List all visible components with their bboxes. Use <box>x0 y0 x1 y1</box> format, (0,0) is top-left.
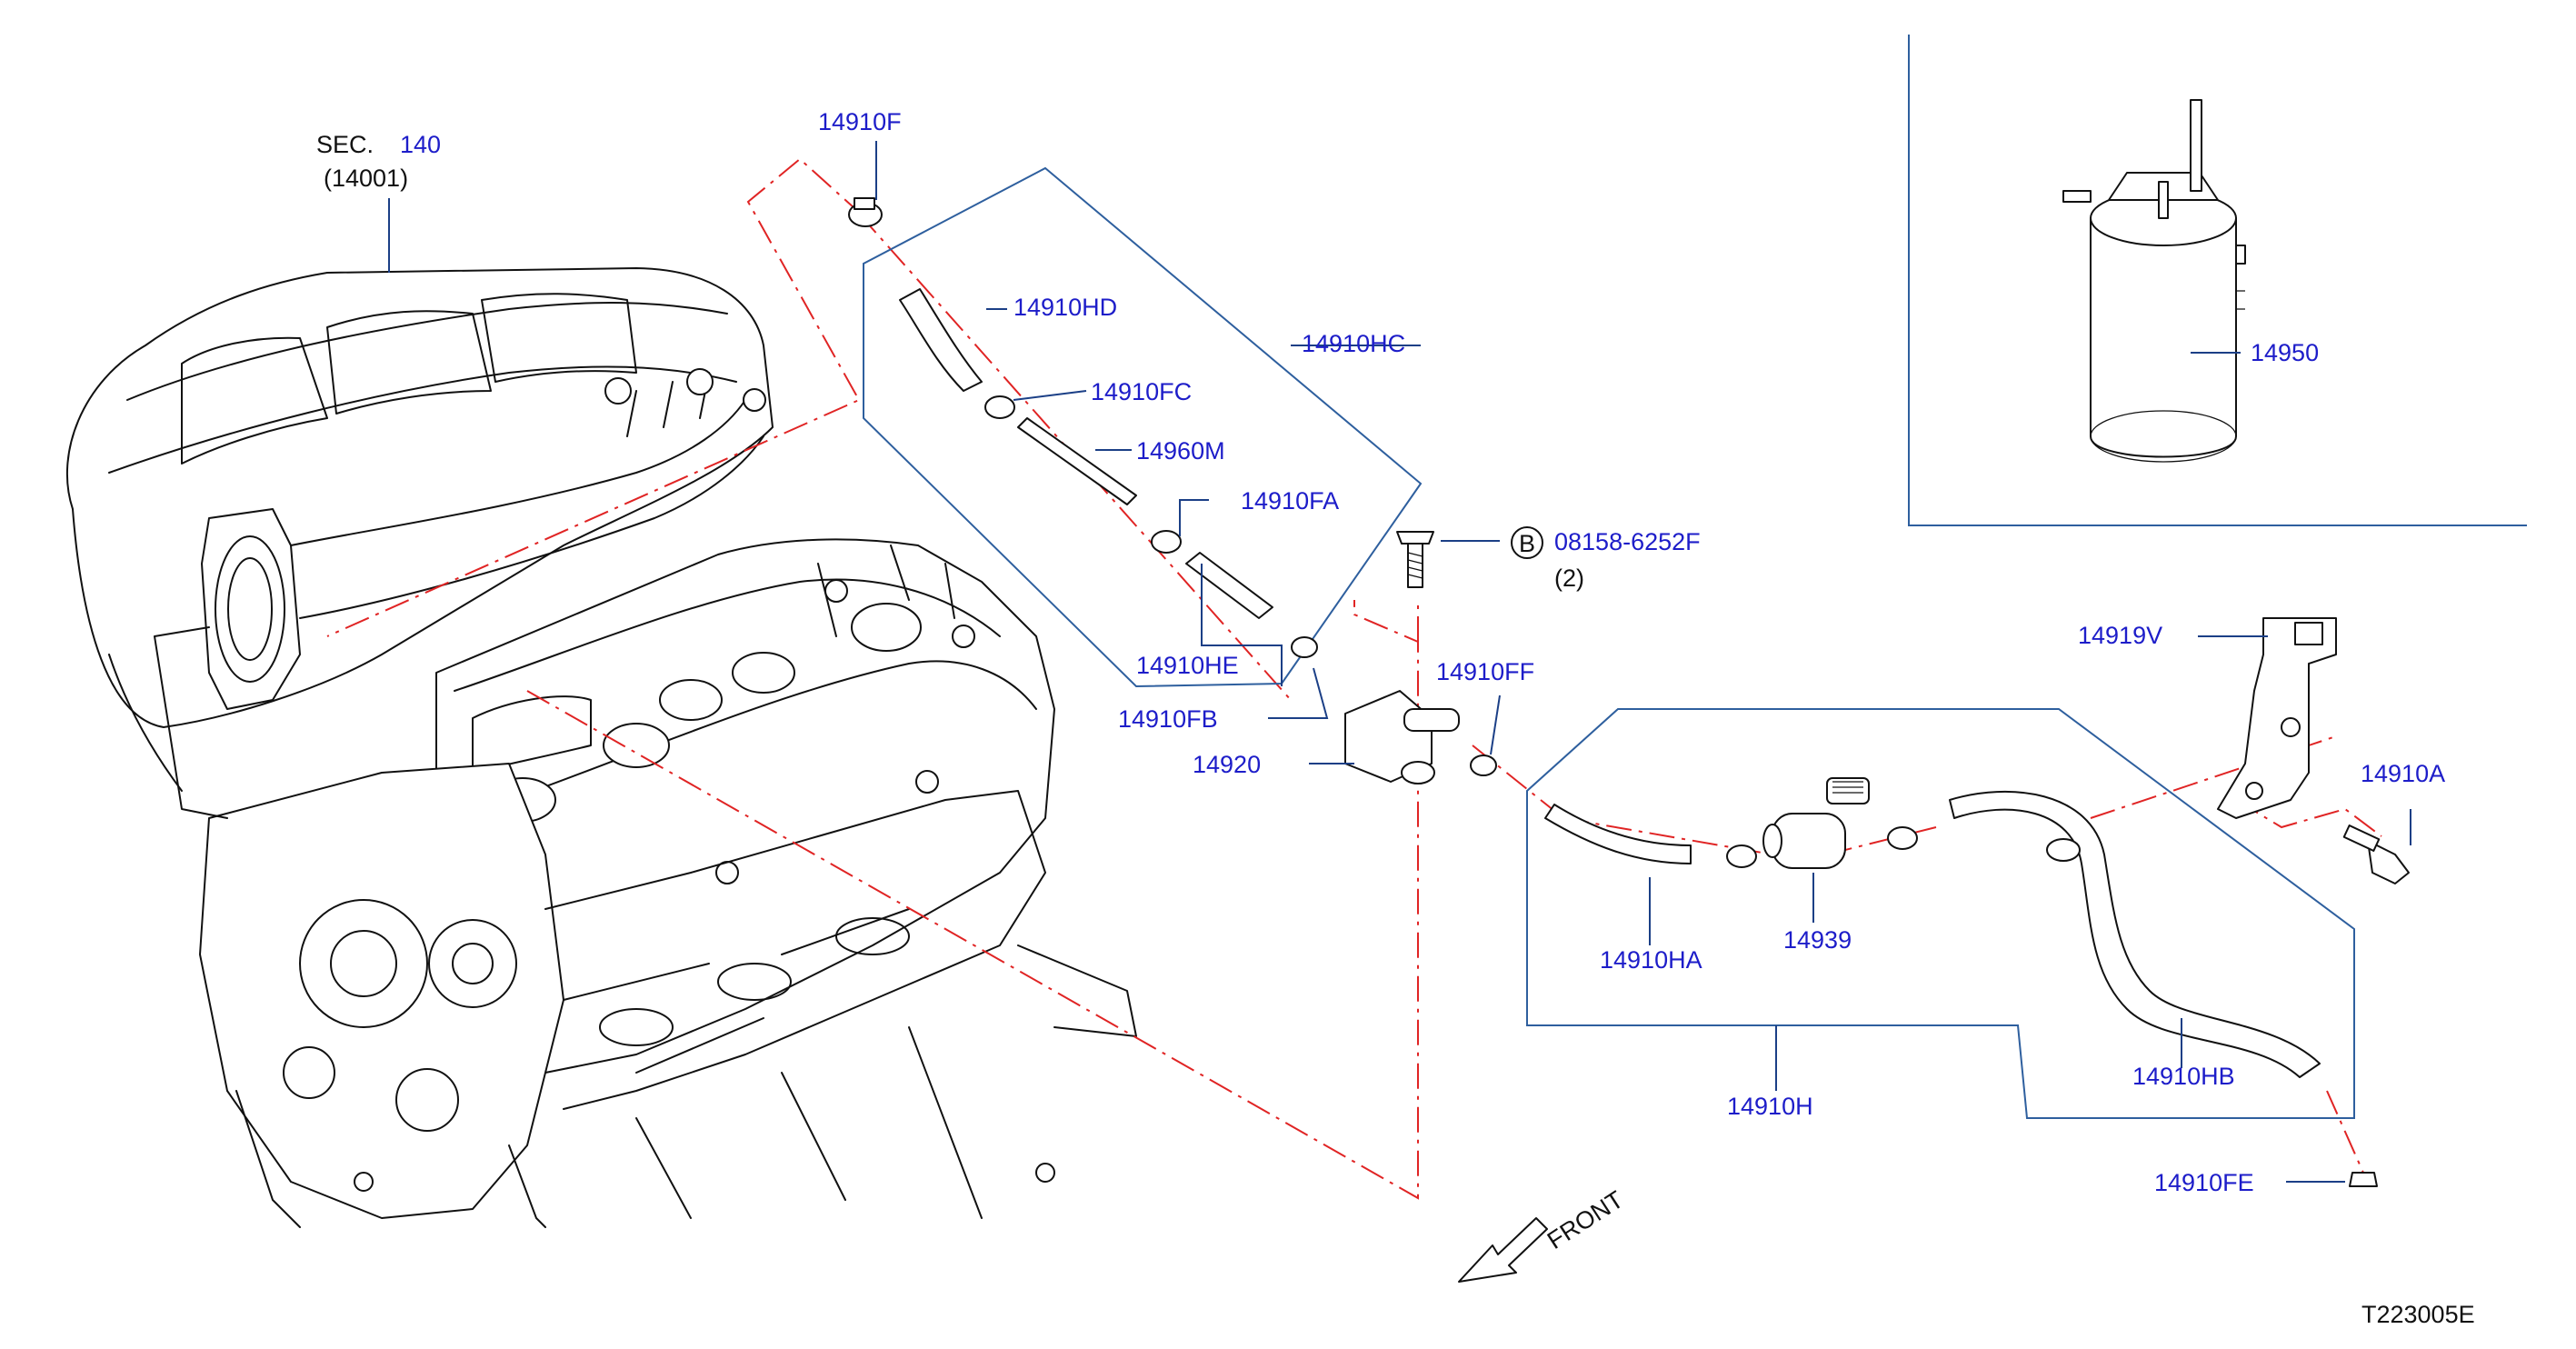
label-14910FC[interactable]: 14910FC <box>1091 378 1192 405</box>
hose-14910HE <box>1185 552 1273 619</box>
section-prefix: SEC. <box>316 131 374 158</box>
bolt-14910A <box>2342 824 2410 884</box>
canister-14950 <box>2062 99 2246 463</box>
label-14910A[interactable]: 14910A <box>2361 760 2445 787</box>
label-14910FA[interactable]: 14910FA <box>1241 487 1339 515</box>
clamp-14910FF <box>1470 754 1497 776</box>
box-14910H <box>1526 708 2355 1119</box>
label-14910FE[interactable]: 14910FE <box>2154 1169 2254 1196</box>
bolt-callout-letter: B <box>1519 530 1535 557</box>
section-part: (14001) <box>324 165 408 192</box>
label-14950[interactable]: 14950 <box>2251 339 2319 366</box>
section-number-link[interactable]: 140 <box>400 131 441 158</box>
label-14910HC[interactable]: 14910HC <box>1302 330 1405 357</box>
hose-14910HB <box>1949 790 2321 1078</box>
label-14910F[interactable]: 14910F <box>818 108 902 135</box>
components <box>848 99 2410 1187</box>
label-14910HE[interactable]: 14910HE <box>1136 652 1239 679</box>
engine-illustration <box>65 267 1137 1228</box>
label-14920[interactable]: 14920 <box>1193 751 1261 778</box>
cap-14910FE <box>2349 1172 2378 1187</box>
pipe-14960M <box>1017 417 1137 505</box>
clamp-14910FA <box>1151 530 1182 554</box>
label-14910H[interactable]: 14910H <box>1727 1093 1813 1120</box>
box-14950 <box>1908 35 2527 526</box>
label-14910HA[interactable]: 14910HA <box>1600 946 1702 974</box>
label-14939[interactable]: 14939 <box>1783 926 1852 954</box>
front-arrow <box>1458 1217 1548 1283</box>
bolt-08158-6252F <box>1396 531 1434 588</box>
box-14910HC <box>863 166 1423 688</box>
hose-14910HD <box>899 288 983 392</box>
label-14960M[interactable]: 14960M <box>1136 437 1225 465</box>
label-bolt-qty: (2) <box>1554 565 1584 592</box>
clamp-14939-left <box>1726 844 1757 868</box>
label-14919V[interactable]: 14919V <box>2078 622 2162 649</box>
valve-14939 <box>1762 777 1870 869</box>
clamp-14939-right <box>1887 826 1918 850</box>
assembly-boxes <box>863 35 2527 1119</box>
bracket-14919V <box>2217 617 2337 819</box>
label-14910FF[interactable]: 14910FF <box>1436 658 1534 685</box>
bolt-callout-circle <box>1511 526 1543 559</box>
clamp-14910FC <box>984 395 1015 419</box>
hose-14910HA <box>1544 804 1692 864</box>
label-08158-6252F[interactable]: 08158-6252F <box>1554 528 1701 555</box>
clamp-14910FB <box>1291 636 1318 658</box>
drawing-id: T223005E <box>2361 1301 2475 1328</box>
valve-14920 <box>1344 690 1460 784</box>
label-14910FB[interactable]: 14910FB <box>1118 705 1218 733</box>
label-14910HD[interactable]: 14910HD <box>1013 294 1117 321</box>
leader-lines <box>388 141 2411 1183</box>
clamp-14910F <box>848 197 883 227</box>
label-14910HB[interactable]: 14910HB <box>2132 1063 2235 1090</box>
front-label: FRONT <box>1543 1185 1628 1254</box>
